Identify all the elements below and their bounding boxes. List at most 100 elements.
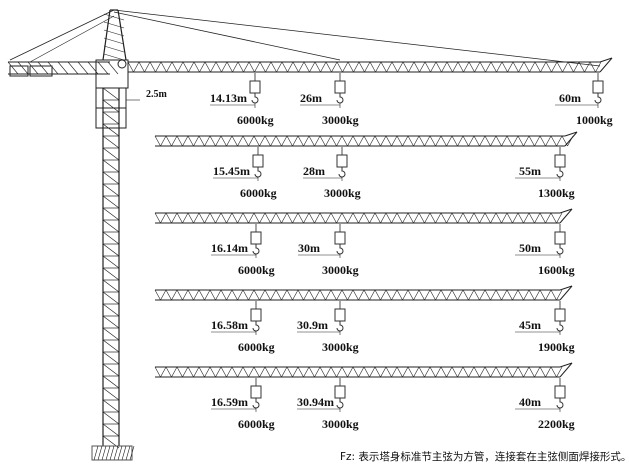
mast-diagonal [102, 303, 120, 317]
jib-diagonal [138, 61, 145, 73]
jib-diagonal [253, 289, 260, 301]
hook-icon [336, 398, 344, 409]
mast-diagonal [102, 111, 120, 125]
hook-block [554, 308, 566, 322]
jib-diagonal [396, 289, 403, 301]
mast-diagonal [102, 387, 120, 401]
jib-diagonal [165, 135, 172, 147]
mast-diagonal [102, 99, 120, 113]
hook-icon [336, 93, 344, 104]
jib-diagonal [209, 289, 216, 301]
jib-diagonal [446, 61, 453, 73]
jib-diagonal [133, 61, 140, 73]
jib-diagonal [303, 289, 310, 301]
jib-diagonal [385, 135, 392, 147]
jib-diagonal [314, 289, 321, 301]
jib-diagonal [188, 61, 195, 73]
near-load-label: 6000kg [238, 417, 275, 431]
jib-diagonal [182, 212, 189, 224]
jib-diagonal [198, 366, 205, 378]
jib-diagonal [490, 135, 497, 147]
hook-icon [251, 93, 259, 104]
jib-diagonal [479, 289, 486, 301]
jib-diagonal [336, 135, 343, 147]
jib-diagonal [358, 212, 365, 224]
jib-diagonal [402, 366, 409, 378]
jib-diagonal [435, 366, 442, 378]
jib-diagonal [297, 289, 304, 301]
jib-diagonal [270, 212, 277, 224]
jib-diagonal [325, 289, 332, 301]
jib-tip [559, 362, 573, 378]
mid-radius-label: 30m [298, 241, 320, 255]
counter-jib-brace [87, 61, 99, 75]
tip-hook [554, 147, 566, 178]
jib-diagonal [182, 366, 189, 378]
jib-diagonal [319, 366, 326, 378]
counter-jib-brace [7, 61, 19, 75]
jib-diagonal [479, 61, 486, 73]
jib-diagonal [171, 366, 178, 378]
jib-diagonal [528, 289, 535, 301]
jib-diagonal [556, 61, 563, 73]
jib-diagonal [149, 61, 156, 73]
alt-jib-2 [154, 208, 573, 224]
hook-block [250, 231, 262, 245]
jib-diagonal [341, 366, 348, 378]
hook-block [554, 385, 566, 399]
tip-radius-label: 60m [559, 91, 581, 105]
mast-diagonal [102, 339, 120, 353]
jib-diagonal [237, 135, 244, 147]
jib-diagonal [512, 61, 519, 73]
jib-diagonal [435, 135, 442, 147]
jib-diagonal [215, 212, 222, 224]
counter-jib-brace [57, 61, 69, 75]
jib-diagonal [292, 289, 299, 301]
near-hook [249, 73, 261, 104]
jib-diagonal [517, 366, 524, 378]
counter-jib-brace [77, 61, 89, 75]
jib-diagonal [418, 289, 425, 301]
jib-diagonal [166, 61, 173, 73]
jib-diagonal [330, 289, 337, 301]
jib-diagonal [391, 135, 398, 147]
jib-diagonal [347, 366, 354, 378]
jib-diagonal [259, 289, 266, 301]
jib-diagonal [193, 212, 200, 224]
near-hook [250, 378, 262, 409]
jib-diagonal [490, 212, 497, 224]
hook-block [334, 308, 346, 322]
jib-diagonal [385, 289, 392, 301]
tower-top-brace [103, 45, 125, 53]
jib-diagonal [176, 135, 183, 147]
jib-diagonal [352, 366, 359, 378]
jib-diagonal [529, 61, 536, 73]
counter-jib-brace [67, 61, 79, 75]
jib-diagonal [264, 135, 271, 147]
jib-diagonal [374, 366, 381, 378]
jib-diagonal [358, 61, 365, 73]
foundation-hatch [101, 445, 107, 461]
jib-diagonal [286, 212, 293, 224]
jib-diagonal [297, 212, 304, 224]
jib-diagonal [380, 366, 387, 378]
jib-diagonal [501, 61, 508, 73]
mast-diagonal [102, 255, 120, 269]
jib-diagonal [254, 61, 261, 73]
jib-diagonal [374, 212, 381, 224]
jib-diagonal [198, 135, 205, 147]
jib-diagonal [380, 135, 387, 147]
near-hook [250, 301, 262, 332]
jib-diagonal [479, 135, 486, 147]
jib-diagonal [308, 366, 315, 378]
jib-diagonal [391, 212, 398, 224]
jib-tip [559, 285, 573, 301]
jib-diagonal [171, 289, 178, 301]
counter-jib-brace [97, 61, 109, 75]
jib-diagonal [435, 212, 442, 224]
jib-diagonal [540, 61, 547, 73]
jib-diagonal [341, 135, 348, 147]
jib-diagonal [358, 135, 365, 147]
